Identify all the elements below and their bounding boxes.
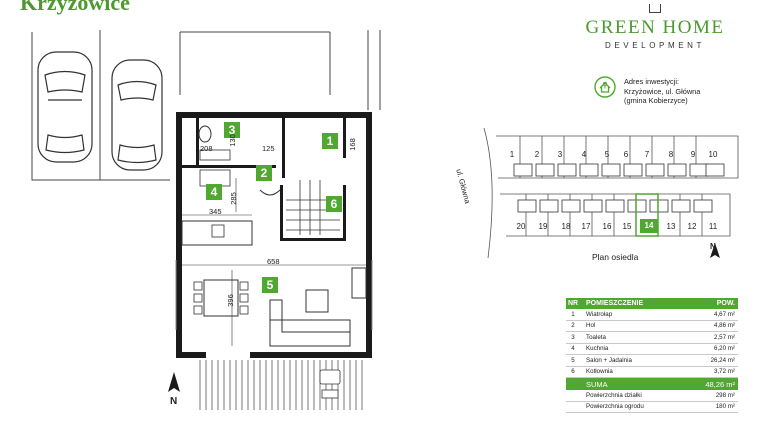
table-row: 5 Salon + Jadalnia 26,24 m² [566, 355, 738, 367]
lot-20: 20 [516, 222, 526, 231]
row-area: 3,72 m² [714, 368, 735, 376]
dimension-658: 658 [267, 257, 280, 266]
lot-10: 10 [708, 150, 718, 159]
brand-subtitle: DEVELOPMENT [604, 41, 706, 50]
row-nr: 4 [571, 345, 575, 353]
plot-area-label: Powierzchnia działki [586, 391, 642, 399]
site-north-arrow-icon [710, 243, 720, 258]
lot-5: 5 [604, 150, 610, 159]
investment-address: Adres inwestycji: Krzyżowice, ul. Główna… [624, 77, 700, 106]
table-row: 3 Toaleta 2,57 m² [566, 332, 738, 344]
room-badge-4: 4 [206, 184, 222, 200]
row-room: Salon + Jadalnia [586, 356, 632, 364]
lot-1: 1 [509, 150, 515, 159]
plot-area-value: 298 m² [715, 391, 735, 399]
row-area: 6,20 m² [714, 345, 735, 353]
table-sum-row: SUMA 48,26 m² [566, 378, 738, 390]
sum-value: 48,26 m² [705, 379, 735, 389]
header-room: POMIESZCZENIE [586, 300, 644, 307]
row-area: 2,57 m² [714, 333, 735, 341]
table-row: Powierzchnia działki 298 m² [566, 390, 738, 402]
lot-19: 19 [538, 222, 548, 231]
row-nr: 1 [571, 310, 575, 318]
table-row: 2 Hol 4,86 m² [566, 321, 738, 332]
lot-4: 4 [581, 150, 587, 159]
table-row: 6 Kotłownia 3,72 m² [566, 367, 738, 378]
row-nr: 2 [571, 322, 575, 330]
car-right-icon [111, 59, 163, 171]
dimension-208: 208 [200, 144, 213, 153]
north-arrow-icon [168, 372, 180, 392]
site-plan-label: Plan osiedla [592, 252, 639, 262]
room-badge-2: 2 [256, 165, 272, 181]
house-outline-icon [649, 4, 661, 13]
brand-name: GREEN HOME [585, 17, 725, 38]
address-label: Adres inwestycji: [624, 77, 680, 86]
header-nr: NR [567, 300, 579, 307]
lot-16: 16 [602, 222, 612, 231]
lot-14-highlighted: 14 [640, 219, 658, 233]
lot-15: 15 [622, 222, 632, 231]
lot-8: 8 [668, 150, 674, 159]
lot-6: 6 [623, 150, 629, 159]
dimension-285: 285 [228, 192, 238, 205]
header-area: POW. [716, 300, 735, 307]
address-street: Krzyżowice, ul. Główna [624, 86, 701, 96]
row-nr: 6 [571, 368, 575, 376]
dimension-130: 130 [227, 134, 237, 147]
rooms-table-header: NR POMIESZCZENIE POW. [566, 298, 738, 309]
table-row: 4 Kuchnia 6,20 m² [566, 344, 738, 355]
row-room: Wiatrołap [586, 310, 613, 318]
floor-plan [31, 30, 381, 410]
row-nr: 5 [571, 356, 575, 364]
location-house-pin-icon [594, 76, 616, 98]
row-room: Hol [586, 322, 596, 330]
lot-2: 2 [534, 150, 540, 159]
garden-area-value: 180 m² [715, 403, 735, 411]
table-row: 1 Wiatrołap 4,67 m² [566, 309, 738, 321]
room-badge-5: 5 [262, 277, 278, 293]
row-area: 26,24 m² [710, 356, 735, 364]
site-plan [483, 127, 739, 259]
rooms-table: NR POMIESZCZENIE POW. 1 Wiatrołap 4,67 m… [566, 298, 738, 413]
row-room: Toaleta [586, 333, 606, 341]
dimension-396: 396 [225, 294, 235, 307]
lot-12: 12 [687, 222, 697, 231]
room-badge-6: 6 [326, 196, 342, 212]
lot-18: 18 [561, 222, 571, 231]
dimension-345: 345 [209, 207, 222, 216]
lot-11: 11 [708, 222, 718, 231]
site-north-label: N [710, 242, 716, 251]
brand-logo: GREEN HOME DEVELOPMENT [560, 4, 750, 50]
page-title: Krzyżowice [20, 0, 130, 15]
row-area: 4,67 m² [714, 310, 735, 318]
address-municipality: (gmina Kobierzyce) [624, 96, 688, 105]
dimension-168: 168 [347, 138, 357, 151]
dimension-125: 125 [262, 144, 275, 153]
car-left-icon [37, 51, 93, 163]
lot-3: 3 [557, 150, 563, 159]
lot-13: 13 [666, 222, 676, 231]
room-badge-1: 1 [322, 133, 338, 149]
room-badge-3: 3 [224, 122, 240, 138]
garden-area-label: Powierzchnia ogrodu [586, 403, 644, 411]
row-room: Kotłownia [586, 368, 613, 376]
lot-7: 7 [644, 150, 650, 159]
row-area: 4,86 m² [714, 322, 735, 330]
lot-17: 17 [581, 222, 591, 231]
sum-label: SUMA [586, 379, 608, 389]
row-nr: 3 [571, 333, 575, 341]
lot-9: 9 [690, 150, 696, 159]
table-row: Powierzchnia ogrodu 180 m² [566, 402, 738, 413]
row-room: Kuchnia [586, 345, 609, 353]
floorplan-north-label: N [170, 396, 178, 407]
